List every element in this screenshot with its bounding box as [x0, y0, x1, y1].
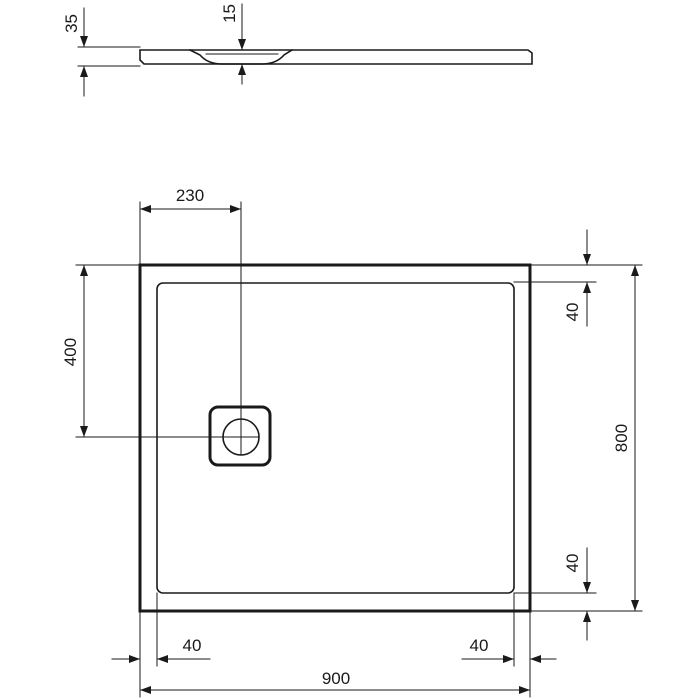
dim-900-arrow-right	[519, 686, 530, 694]
dim-800-arrow-bottom	[631, 600, 639, 611]
tray-outline	[138, 263, 532, 613]
dim-35-arrow-top	[80, 36, 88, 47]
dim-40-left-label: 40	[183, 636, 202, 655]
dim-35-label: 35	[62, 14, 81, 33]
dim-40-top-label: 40	[563, 303, 582, 322]
dim-40-bottom-arrow-b	[583, 611, 591, 622]
dim-40-top-arrow-a	[583, 254, 591, 265]
dim-230-arrow-left	[140, 205, 151, 213]
waste-outlet-profile	[188, 48, 294, 65]
tray-inner-surface	[156, 282, 515, 594]
dim-900-label: 900	[322, 669, 350, 688]
dim-800-arrow-top	[631, 265, 639, 276]
tray-side-profile	[139, 49, 533, 65]
dim-40-right-label: 40	[470, 636, 489, 655]
dim-230-label: 230	[176, 186, 204, 205]
plan-view: 230 400 40 40 800	[61, 186, 643, 698]
dim-40-right-arrow-a	[503, 655, 514, 663]
dim-15-arrow-bottom	[238, 64, 246, 75]
dim-40-bottom-label: 40	[563, 554, 582, 573]
dim-15-arrow-top	[238, 39, 246, 50]
waste-outlet-square	[208, 405, 272, 467]
dim-400-arrow-bottom	[80, 426, 88, 437]
dim-800-label: 800	[612, 424, 631, 452]
dim-35-arrow-bottom	[80, 66, 88, 77]
dim-40-bottom-arrow-a	[583, 582, 591, 593]
dim-400-label: 400	[61, 338, 80, 366]
dim-40-left-arrow-b	[157, 655, 168, 663]
dim-15-label: 15	[220, 4, 239, 23]
dim-40-top-arrow-b	[583, 282, 591, 293]
dim-40-left-arrow-a	[129, 655, 140, 663]
dim-900-arrow-left	[140, 686, 151, 694]
dim-400-arrow-top	[80, 265, 88, 276]
side-view: 35 15	[62, 3, 533, 97]
dim-230-arrow-right	[230, 205, 241, 213]
dim-40-right-arrow-b	[530, 655, 541, 663]
